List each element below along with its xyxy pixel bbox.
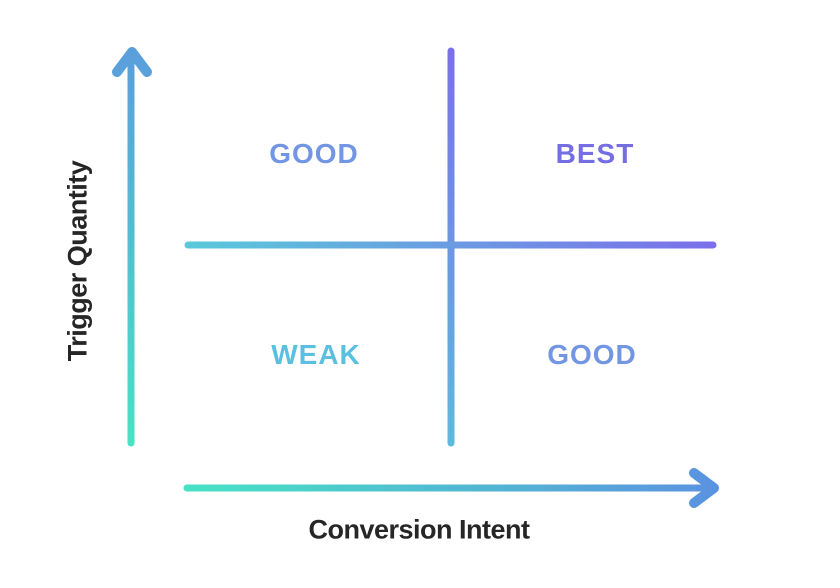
quadrant-label-top-right: BEST — [555, 138, 635, 169]
x-axis-right-arrowhead-icon — [689, 468, 719, 508]
quadrant-label-bottom-right: GOOD — [547, 339, 637, 370]
y-axis-up-arrowhead-icon — [112, 47, 152, 77]
quadrant-label-top-left: GOOD — [269, 138, 359, 169]
x-axis-label: Conversion Intent — [308, 514, 530, 545]
y-axis-label: Trigger Quantity — [62, 160, 93, 362]
quadrant-label-bottom-left: WEAK — [271, 339, 361, 370]
